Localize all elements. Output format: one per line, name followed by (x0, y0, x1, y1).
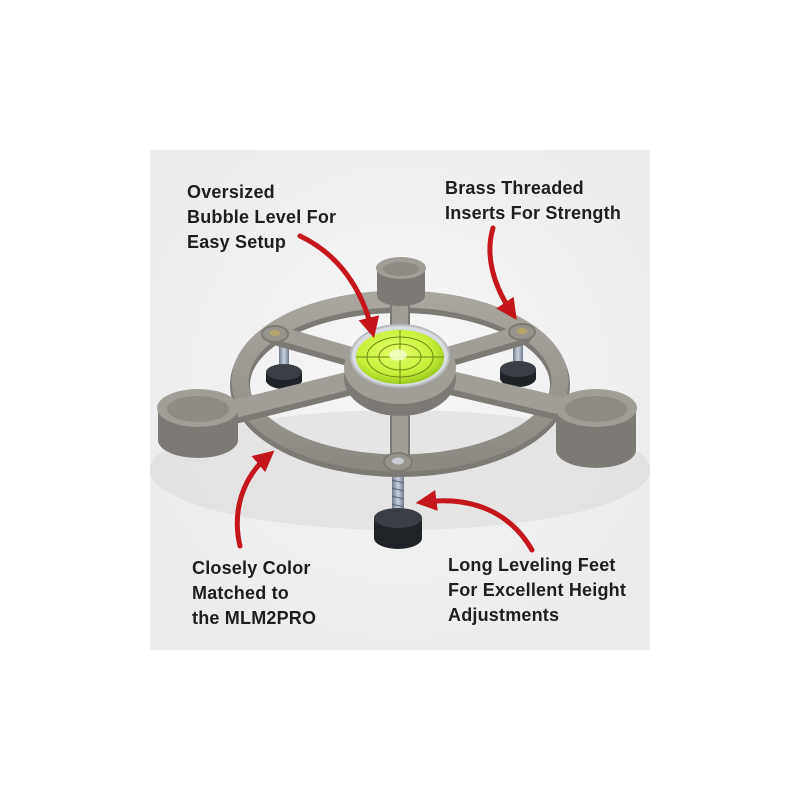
brass-insert-right (508, 323, 536, 341)
callout-line: Easy Setup (187, 232, 287, 252)
arrow-brass-inserts (487, 225, 517, 320)
support-cup-right (555, 389, 637, 468)
support-cup-left (157, 389, 239, 458)
callout-line: the MLM2PRO (192, 608, 317, 628)
support-cup-back (376, 257, 426, 306)
brass-insert-front (383, 452, 413, 472)
callout-line: Adjustments (448, 605, 560, 625)
callout-line: Oversized (187, 182, 275, 202)
brass-insert-left (261, 325, 289, 343)
arrow-color-match (234, 450, 275, 549)
callout-color-match: Closely Color Matched to the MLM2PRO (192, 556, 316, 631)
callout-bubble-level: Oversized Bubble Level For Easy Setup (187, 180, 336, 255)
leveling-foot-front (374, 465, 422, 549)
callout-leveling-feet: Long Leveling Feet For Excellent Height … (448, 553, 626, 628)
callout-line: For Excellent Height (448, 580, 627, 600)
callout-line: Matched to (192, 583, 290, 603)
callout-brass-inserts: Brass Threaded Inserts For Strength (445, 176, 621, 226)
arrow-leveling-feet (415, 490, 535, 553)
callout-line: Long Leveling Feet (448, 555, 616, 575)
callout-line: Closely Color (192, 558, 311, 578)
bubble-level (350, 324, 450, 388)
callout-line: Brass Threaded (445, 178, 584, 198)
callout-line: Bubble Level For (187, 207, 337, 227)
callout-line: Inserts For Strength (445, 203, 622, 223)
leveling-foot-right (500, 340, 536, 387)
leveling-foot-left (266, 345, 302, 389)
arrow-bubble-level (297, 233, 380, 339)
